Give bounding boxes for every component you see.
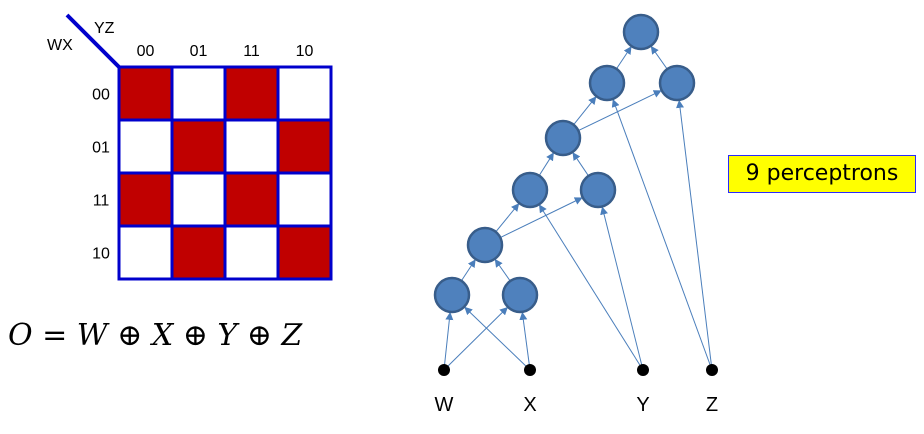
kmap-cell-1-3 xyxy=(276,118,333,175)
input-node-z xyxy=(706,364,718,376)
edge-l3-to-l2a xyxy=(572,96,597,127)
edge-l2b-to-top xyxy=(650,45,669,71)
input-label-w: W xyxy=(435,394,454,416)
perceptron-node-top xyxy=(622,13,660,51)
edge-Z-to-l2b xyxy=(676,99,713,371)
input-node-x xyxy=(524,364,536,376)
perceptron-node-l3 xyxy=(544,119,582,157)
kmap-col-label: 11 xyxy=(243,43,260,60)
kmap-col-label: 10 xyxy=(296,43,314,60)
input-node-w xyxy=(438,364,450,376)
edge-Z-to-l2a xyxy=(611,98,713,371)
kmap-cell-2-0 xyxy=(117,171,174,228)
input-labels: W X Y Z xyxy=(435,394,719,416)
kmap-row-label: 11 xyxy=(93,193,110,210)
perceptron-node-l6a xyxy=(433,276,471,314)
edge-l4b-to-l3 xyxy=(572,152,590,178)
input-label-y: Y xyxy=(636,394,649,416)
perceptron-count-callout: 9 perceptrons xyxy=(728,155,916,193)
karnaugh-map: YZ WX 00 01 11 10 00 01 11 10 xyxy=(47,13,333,281)
perceptron-node-l2b xyxy=(658,64,696,102)
kmap-cell-0-3 xyxy=(276,65,333,122)
perceptron-node-l4a xyxy=(511,171,549,209)
col-var-label: YZ xyxy=(94,20,115,37)
kmap-cell-2-3 xyxy=(276,171,333,228)
perceptron-node-l6b xyxy=(501,276,539,314)
network-edges xyxy=(443,45,713,371)
edge-Y-to-l4a xyxy=(539,204,644,371)
kmap-cell-3-3 xyxy=(276,224,333,281)
perceptron-node-l2a xyxy=(588,64,626,102)
perceptron-node-l4b xyxy=(579,171,617,209)
kmap-cell-1-1 xyxy=(170,118,227,175)
kmap-row-label: 00 xyxy=(92,87,110,104)
kmap-cell-0-0 xyxy=(117,65,174,122)
kmap-col-label: 00 xyxy=(137,43,155,60)
edge-X-to-l6a xyxy=(464,306,531,371)
edge-l6b-to-l5 xyxy=(494,258,512,283)
input-node-y xyxy=(637,364,649,376)
kmap-row-label: 10 xyxy=(92,246,110,263)
edge-l5-to-l4b xyxy=(498,197,583,239)
kmap-cell-3-2 xyxy=(223,224,280,281)
kmap-cell-3-1 xyxy=(170,224,227,281)
edge-X-to-l6b xyxy=(519,311,531,371)
kmap-cell-3-0 xyxy=(117,224,174,281)
kmap-corner-diagonal xyxy=(65,13,121,69)
kmap-cell-1-2 xyxy=(223,118,280,175)
kmap-cell-2-1 xyxy=(170,171,227,228)
input-label-x: X xyxy=(523,394,536,416)
kmap-cell-2-2 xyxy=(223,171,280,228)
kmap-row-label: 01 xyxy=(92,140,110,157)
network-nodes xyxy=(433,13,718,376)
edge-l6a-to-l5 xyxy=(460,259,476,283)
edge-l3-to-l2b xyxy=(576,90,662,132)
edge-W-to-l6a xyxy=(443,311,454,371)
edge-l5-to-l4a xyxy=(494,203,520,234)
kmap-col-label: 01 xyxy=(190,43,208,60)
kmap-cell-1-0 xyxy=(117,118,174,175)
edge-Y-to-l4b xyxy=(600,206,644,371)
kmap-cell-0-1 xyxy=(170,65,227,122)
row-var-label: WX xyxy=(47,37,73,54)
input-label-z: Z xyxy=(706,394,718,416)
edge-l4a-to-l3 xyxy=(537,152,554,178)
kmap-cell-0-2 xyxy=(223,65,280,122)
edge-W-to-l6b xyxy=(443,306,508,371)
perceptron-node-l5 xyxy=(466,226,504,264)
xor-equation: O = W ⊕ X ⊕ Y ⊕ Z xyxy=(8,318,303,353)
edge-l2a-to-top xyxy=(615,46,632,71)
